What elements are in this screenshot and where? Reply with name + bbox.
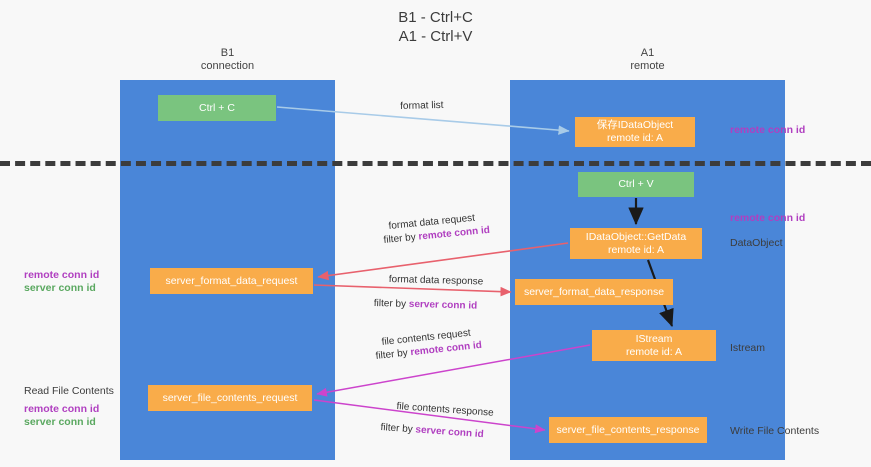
- lane-title-b1: B1 connection: [200, 47, 255, 72]
- lane-title-a1: A1 remote: [630, 47, 665, 72]
- edge-label-part: filter by: [380, 421, 416, 436]
- node-label-secondary: remote id: A: [606, 132, 664, 144]
- node-label-primary: server_format_data_request: [165, 274, 298, 287]
- node-label-primary: server_format_data_response: [523, 285, 665, 298]
- section-divider: [0, 161, 871, 166]
- edge-label-part: format data response: [388, 273, 484, 288]
- node-label-secondary: remote id: A: [607, 243, 665, 256]
- node-label-primary: Ctrl + C: [199, 101, 235, 114]
- server-conn-id-left: server conn id: [24, 282, 96, 294]
- node-label-primary: IStream: [635, 332, 673, 345]
- filter-by-server-conn-id-1: filter by server conn id: [374, 297, 478, 313]
- remote-conn-id-mid-right: remote conn id: [730, 212, 806, 224]
- remote-conn-id-left: remote conn id: [24, 269, 100, 281]
- write-file-contents-label: Write File Contents: [730, 425, 820, 437]
- node-label-primary: Ctrl + V: [618, 178, 654, 190]
- edge-label-part: filter by: [375, 347, 412, 362]
- server-conn-id-left-2: server conn id: [24, 416, 96, 428]
- istream-label: Istream: [730, 342, 766, 354]
- node-server-file-contents-request[interactable]: server_file_contents_request: [148, 385, 312, 411]
- remote-conn-id-left-2: remote conn id: [24, 403, 100, 415]
- dataobject-label: DataObject: [730, 237, 783, 249]
- filter-by-server-conn-id-2: filter by server conn id: [380, 421, 484, 441]
- page-title: B1 - Ctrl+C A1 - Ctrl+V: [398, 9, 473, 45]
- node-label-primary: server_file_contents_request: [162, 391, 298, 404]
- node-label-primary: 保存IDataObject: [596, 119, 674, 131]
- node-server-file-contents-response[interactable]: server_file_contents_response: [549, 417, 707, 443]
- edge-label-part: server conn id: [415, 424, 485, 441]
- node-label-primary: server_file_contents_response: [556, 423, 700, 436]
- edge-label-part: file contents response: [396, 400, 494, 419]
- node-server-format-data-response[interactable]: server_format_data_response: [515, 279, 673, 305]
- edge-label-part: format list: [400, 99, 444, 112]
- node-label-secondary: remote id: A: [625, 345, 683, 358]
- file-contents-response-label: file contents response: [396, 400, 494, 420]
- edge-label-part: server conn id: [408, 298, 478, 312]
- read-file-contents-label: Read File Contents: [24, 385, 114, 397]
- edge-label-part: filter by: [373, 297, 409, 310]
- node-ctrl-v[interactable]: Ctrl + V: [578, 172, 694, 197]
- node-label-primary: IDataObject::GetData: [585, 230, 687, 243]
- remote-conn-id-top-right: remote conn id: [730, 124, 806, 136]
- node-ctrl-c[interactable]: Ctrl + C: [158, 95, 276, 121]
- edge-label-part: filter by: [383, 231, 420, 246]
- format-list-label: format list: [400, 99, 444, 113]
- node-server-format-data-request[interactable]: server_format_data_request: [150, 268, 313, 294]
- format-data-response-label: format data response: [389, 273, 484, 288]
